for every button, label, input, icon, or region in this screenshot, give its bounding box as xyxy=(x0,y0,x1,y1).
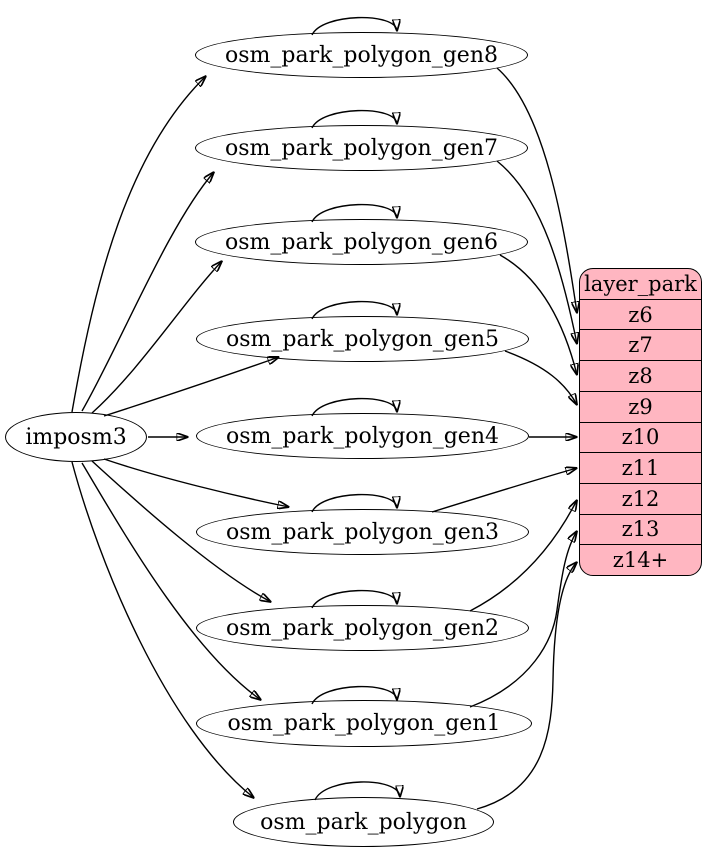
edge-imposm3-to-gen3 xyxy=(103,458,289,507)
layer-park-row-z8: z8 xyxy=(580,360,701,391)
node-osm-park-polygon-gen3: osm_park_polygon_gen3 xyxy=(196,509,529,555)
edge-gen8-to-z6 xyxy=(496,67,577,313)
node-osm-park-polygon-gen4: osm_park_polygon_gen4 xyxy=(196,413,529,459)
edge-polygon-to-z14 xyxy=(476,562,577,810)
edge-gen5-to-z9 xyxy=(504,350,577,405)
layer-park-row-z11: z11 xyxy=(580,452,701,483)
node-osm-park-polygon-gen8: osm_park_polygon_gen8 xyxy=(195,32,528,78)
edge-imposm3-to-gen5 xyxy=(103,357,279,417)
layer-park-row-z10: z10 xyxy=(580,421,701,453)
node-osm-park-polygon-gen7: osm_park_polygon_gen7 xyxy=(195,125,528,171)
node-layer-park: layer_park z6 z7 z8 z9 z10 z11 z12 z13 z… xyxy=(579,268,702,576)
layer-park-row-z12: z12 xyxy=(580,482,701,514)
node-osm-park-polygon: osm_park_polygon xyxy=(233,797,494,847)
node-imposm3: imposm3 xyxy=(5,412,147,462)
node-osm-park-polygon-gen2: osm_park_polygon_gen2 xyxy=(196,605,529,651)
node-osm-park-polygon-gen6: osm_park_polygon_gen6 xyxy=(195,219,528,265)
layer-park-title: layer_park xyxy=(584,271,697,296)
node-osm-park-polygon-gen1: osm_park_polygon_gen1 xyxy=(196,700,532,747)
layer-park-row-z9: z9 xyxy=(580,390,701,422)
node-osm-park-polygon-gen5: osm_park_polygon_gen5 xyxy=(196,316,529,362)
edge-gen6-to-z8 xyxy=(499,254,577,375)
layer-park-row-z14: z14+ xyxy=(580,544,701,575)
edge-gen3-to-z11 xyxy=(431,468,577,513)
layer-park-row-z13: z13 xyxy=(580,513,701,545)
edge-imposm3-to-gen1 xyxy=(81,462,261,700)
layer-park-row-z7: z7 xyxy=(580,329,701,360)
edge-imposm3-to-gen8 xyxy=(71,76,206,413)
edge-imposm3-to-gen7 xyxy=(81,172,214,412)
layer-park-row-z6: z6 xyxy=(580,298,701,330)
